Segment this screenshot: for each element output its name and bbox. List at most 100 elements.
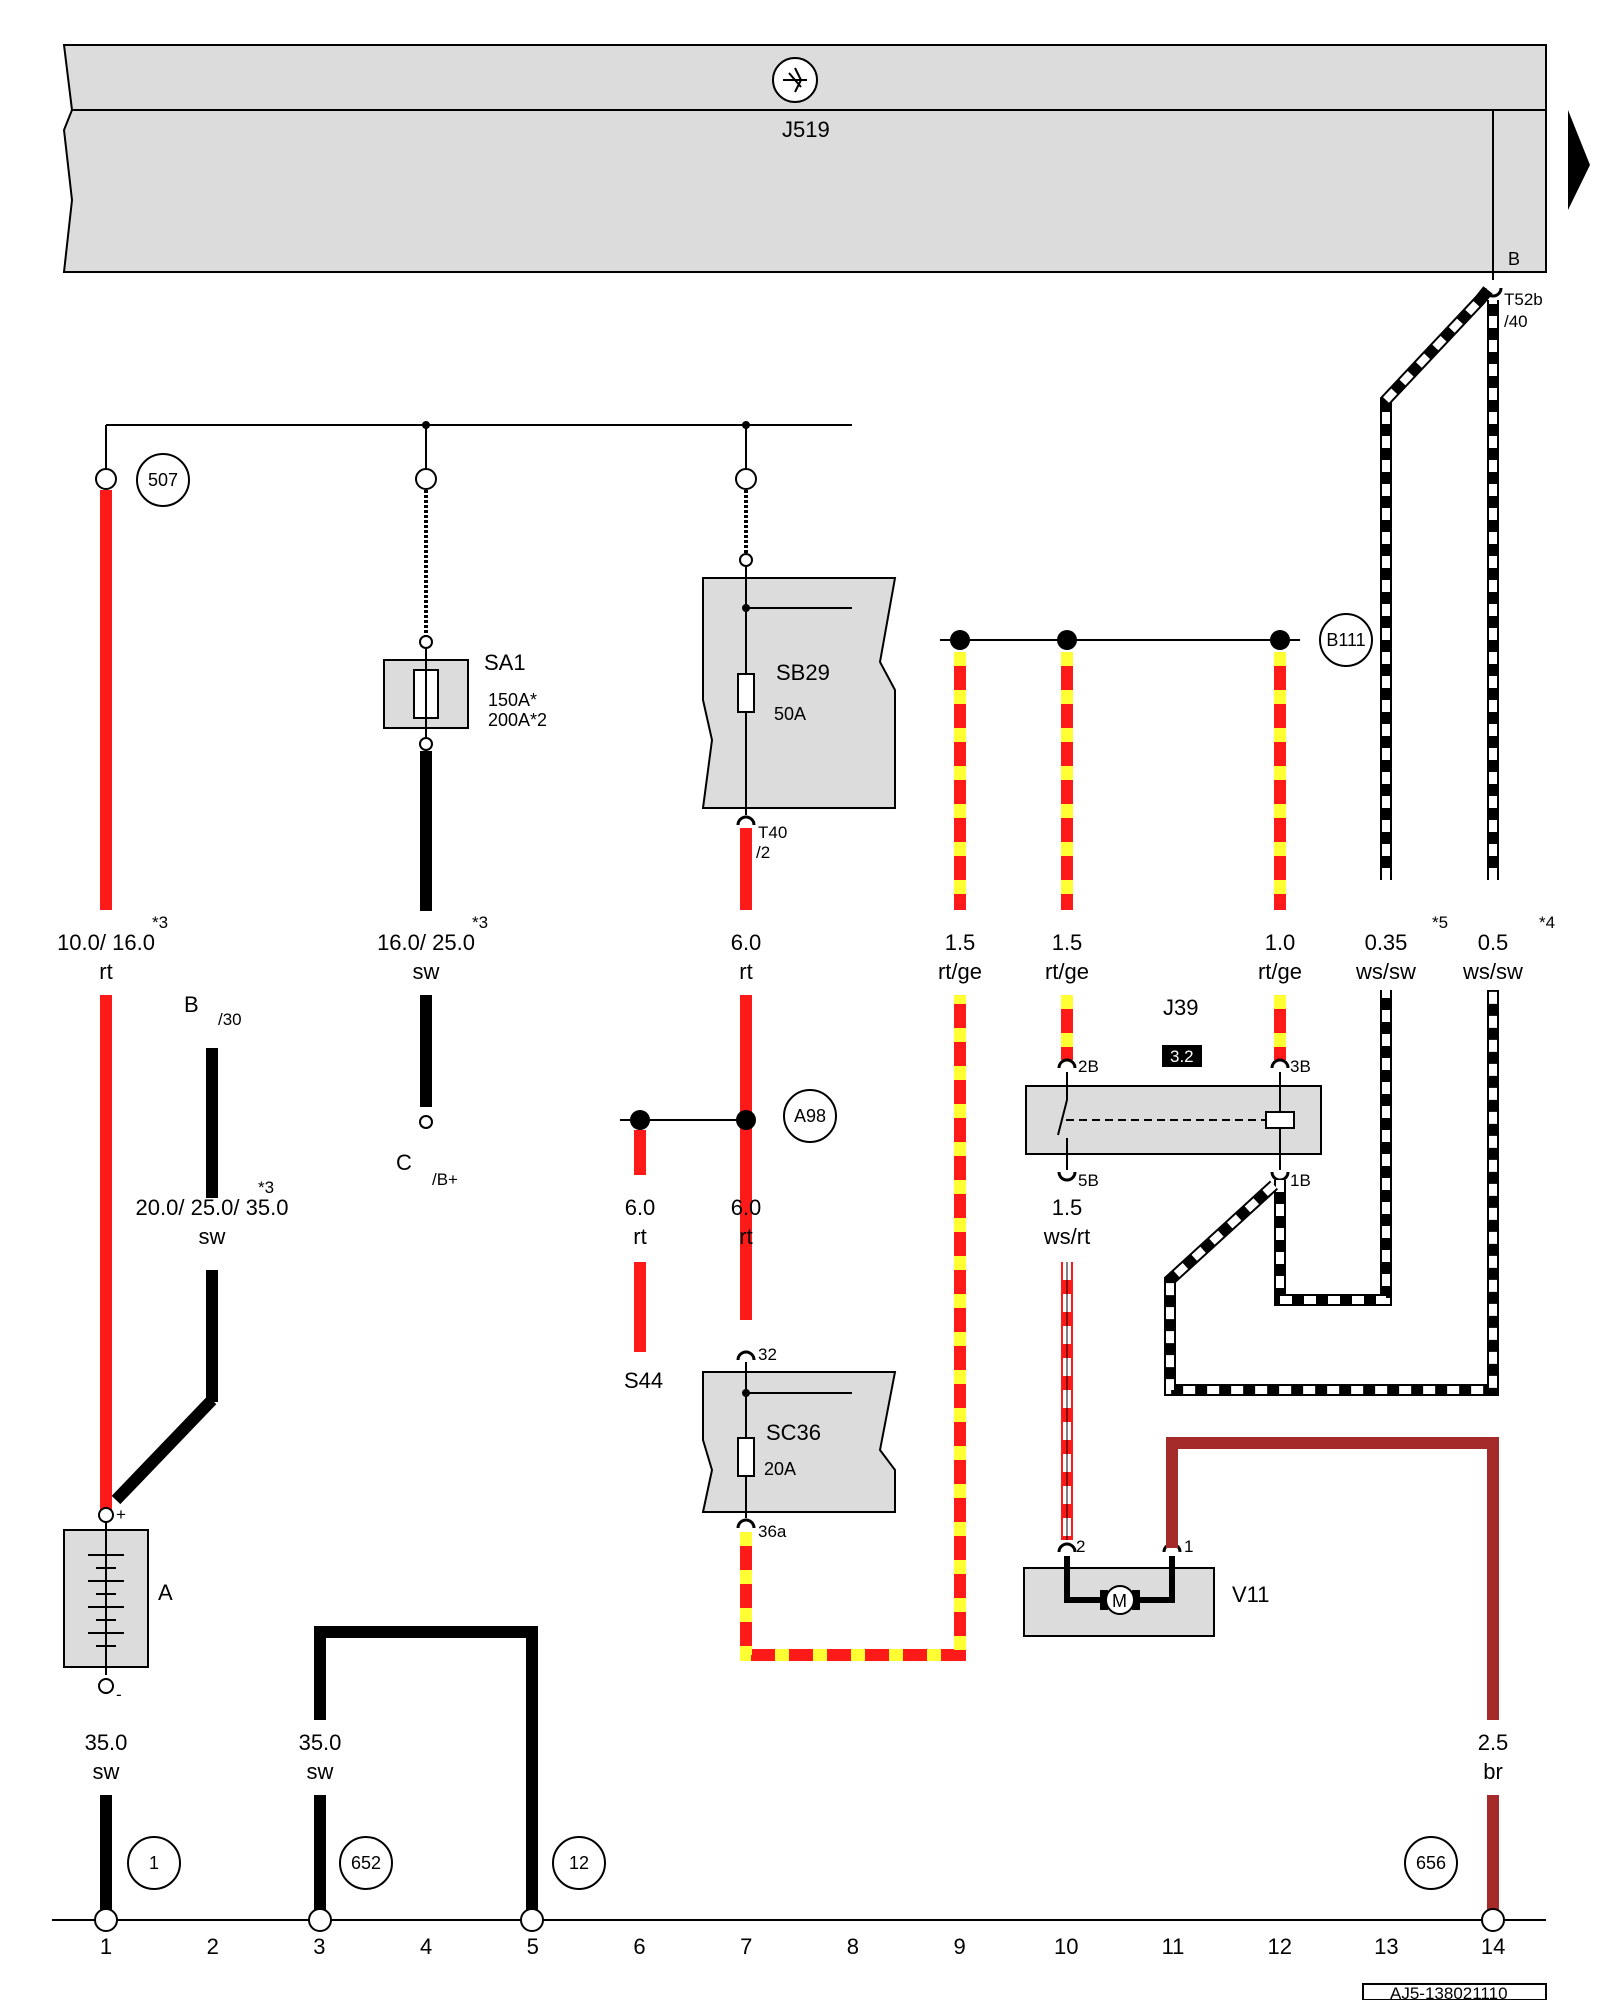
terminal-s44: S44 bbox=[624, 1368, 663, 1393]
j39-pin-5b: 5B bbox=[1078, 1171, 1099, 1190]
continue-arrow-icon[interactable] bbox=[1568, 110, 1590, 210]
reference-652[interactable]: 652 bbox=[339, 1836, 393, 1890]
sa1-rating-2: 200A*2 bbox=[488, 710, 547, 730]
j519-pin: T52b bbox=[1504, 290, 1543, 309]
reference-507[interactable]: 507 bbox=[136, 453, 190, 507]
wire-label-w1: 10.0/ 16.0rt*3 bbox=[57, 913, 168, 984]
sa1-label: SA1 bbox=[484, 650, 526, 675]
wire-note: *3 bbox=[258, 1178, 274, 1197]
track-number: 12 bbox=[1267, 1934, 1291, 1959]
wire-size: 1.0 bbox=[1265, 930, 1296, 955]
wire-note: *5 bbox=[1432, 913, 1448, 932]
reference-1[interactable]: 1 bbox=[127, 1836, 181, 1890]
j39-pin-3b: 3B bbox=[1290, 1057, 1311, 1076]
wire-color: rt/ge bbox=[938, 959, 982, 984]
sc36-rating: 20A bbox=[764, 1459, 796, 1479]
sb29-label: SB29 bbox=[776, 660, 830, 685]
terminal-b-main: B bbox=[184, 992, 199, 1017]
wire-color: ws/sw bbox=[1462, 959, 1523, 984]
wire-label-w9: 20.0/ 25.0/ 35.0sw*3 bbox=[136, 1178, 289, 1249]
reference-number: 1 bbox=[149, 1853, 159, 1873]
battery-minus: - bbox=[116, 1685, 122, 1704]
wire-label-w4: 1.5 rt/ge bbox=[938, 930, 982, 984]
reference-number: 656 bbox=[1416, 1853, 1446, 1873]
v11-pin-2: 2 bbox=[1076, 1537, 1085, 1556]
track-number: 2 bbox=[207, 1934, 219, 1959]
wire-color: rt bbox=[739, 1224, 752, 1249]
wire-label-w13: 35.0sw bbox=[85, 1730, 128, 1784]
wire-note: *3 bbox=[152, 913, 168, 932]
j519-label: J519 bbox=[782, 117, 830, 142]
wire-label-w14: 35.0 sw bbox=[299, 1730, 342, 1784]
sb29-pin: T40 bbox=[758, 823, 787, 842]
wire-size: 1.5 bbox=[1052, 930, 1083, 955]
wire-color: rt/ge bbox=[1258, 959, 1302, 984]
motor-icon bbox=[1105, 1585, 1135, 1615]
wire-size: 6.0 bbox=[731, 930, 762, 955]
reference-number: A98 bbox=[794, 1106, 826, 1126]
wire-note: *3 bbox=[472, 913, 488, 932]
terminal-c-sub: /B+ bbox=[432, 1170, 458, 1189]
track-number: 1 bbox=[100, 1934, 112, 1959]
reference-B111[interactable]: B111 bbox=[1319, 613, 1373, 667]
j39-pin-2b: 2B bbox=[1078, 1057, 1099, 1076]
v11-label: V11 bbox=[1232, 1582, 1270, 1607]
reference-656[interactable]: 656 bbox=[1404, 1836, 1458, 1890]
reference-number: B111 bbox=[1326, 630, 1365, 650]
battery-plus: + bbox=[116, 1505, 126, 1524]
wire-size: 35.0 bbox=[299, 1730, 342, 1755]
reference-12[interactable]: 12 bbox=[552, 1836, 606, 1890]
ws-sw-wires bbox=[1164, 286, 1499, 1396]
battery-label: A bbox=[158, 1580, 173, 1605]
wire-note: *4 bbox=[1539, 913, 1555, 932]
wire-color: br bbox=[1483, 1759, 1503, 1784]
wire-color: rt/ge bbox=[1045, 959, 1089, 984]
battery-a: A + - bbox=[63, 1505, 173, 1704]
motor-v11: M V11 bbox=[1023, 1556, 1270, 1637]
wire-label-w8: 0.5ws/sw*4 bbox=[1462, 913, 1555, 984]
track-number: 6 bbox=[633, 1934, 645, 1959]
wire-color: sw bbox=[199, 1224, 226, 1249]
sc36-pin-in: 32 bbox=[758, 1345, 777, 1364]
sb29-rating: 50A bbox=[774, 704, 806, 724]
track-number: 7 bbox=[740, 1934, 752, 1959]
control-unit-j519: J519 B bbox=[62, 44, 1590, 280]
wire-label-w2: 16.0/ 25.0 sw *3 bbox=[377, 913, 488, 984]
fuse-sc36: SC36 20A bbox=[701, 1362, 897, 1518]
v11-pin-1: 1 bbox=[1184, 1537, 1193, 1556]
reference-number: 507 bbox=[148, 470, 178, 490]
wire-color: rt bbox=[739, 959, 752, 984]
wire-size: 10.0/ 16.0 bbox=[57, 930, 155, 955]
j519-pin-no: /40 bbox=[1504, 312, 1528, 331]
sa1-rating-1: 150A* bbox=[488, 690, 537, 710]
sc36-label: SC36 bbox=[766, 1420, 821, 1445]
track-number: 3 bbox=[313, 1934, 325, 1959]
wire-size: 6.0 bbox=[625, 1195, 656, 1220]
wire-color: sw bbox=[93, 1759, 120, 1784]
track-number: 11 bbox=[1162, 1934, 1185, 1959]
wire-size: 16.0/ 25.0 bbox=[377, 930, 475, 955]
track-number: 13 bbox=[1374, 1934, 1398, 1959]
fuse-sa1: SA1 150A* 200A*2 bbox=[383, 648, 547, 740]
track-number: 9 bbox=[953, 1934, 965, 1959]
wire-color: rt bbox=[633, 1224, 646, 1249]
wire-size: 1.5 bbox=[945, 930, 976, 955]
wire-size: 6.0 bbox=[731, 1195, 762, 1220]
wire-label-w15: 2.5 br bbox=[1478, 1730, 1509, 1784]
wire-size: 2.5 bbox=[1478, 1730, 1509, 1755]
wire-label-w3: 6.0 rt bbox=[731, 930, 762, 984]
wire-labels: 10.0/ 16.0rt*316.0/ 25.0sw*36.0rt1.5rt/g… bbox=[57, 913, 1555, 1784]
track-number: 8 bbox=[847, 1934, 859, 1959]
reference-A98[interactable]: A98 bbox=[783, 1089, 837, 1143]
j39-badge bbox=[1162, 1045, 1202, 1067]
wire-color: ws/rt bbox=[1043, 1224, 1090, 1249]
wire-size: 1.5 bbox=[1052, 1195, 1083, 1220]
wire-color: sw bbox=[413, 959, 440, 984]
j519-connector-b: B bbox=[1508, 249, 1520, 269]
j39-badge-text: 3.2 bbox=[1170, 1047, 1194, 1066]
motor-symbol: M bbox=[1112, 1591, 1127, 1611]
j39-pin-1b: 1B bbox=[1290, 1171, 1311, 1190]
wire-color: sw bbox=[307, 1759, 334, 1784]
